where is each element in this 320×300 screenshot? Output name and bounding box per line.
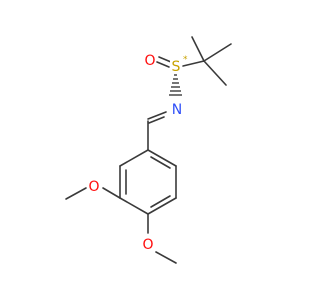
bond-n-ch-double-b <box>148 116 165 124</box>
atom-nitrogen: N <box>171 101 183 118</box>
atom-o-label: O <box>144 53 155 69</box>
ring-inner-bond-3 <box>150 156 171 169</box>
bond-o4-methyl <box>155 251 177 264</box>
bond-s-o-double-a <box>158 56 172 63</box>
atom-o4-label: O <box>142 237 153 253</box>
bond-s-cq <box>182 60 205 67</box>
bond-cq-methyl-2 <box>203 43 232 62</box>
atom-s-stereo-mark: * <box>183 55 188 65</box>
atom-oxygen-sulfinyl: O <box>144 52 156 69</box>
ring-bond-1 <box>119 149 149 167</box>
atom-o3-label: O <box>88 179 99 195</box>
ring-inner-bond-2 <box>150 195 171 208</box>
bond-cq-methyl-3 <box>203 60 227 86</box>
ring-bond-4 <box>147 197 177 215</box>
atom-sulfur: S * <box>170 55 188 75</box>
atom-s-label: S <box>172 59 181 75</box>
ring-bond-6 <box>147 149 177 167</box>
atom-oxygen-methoxy-4: O <box>142 236 154 253</box>
bond-o3-methyl <box>65 187 87 200</box>
bond-n-ch-double-a <box>147 111 167 120</box>
atom-oxygen-methoxy-3: O <box>88 178 100 195</box>
bond-s-n-hashed-wedge <box>169 74 182 96</box>
ring-bond-3 <box>119 197 149 215</box>
molecule-structure: O S * N O O <box>65 36 232 264</box>
bond-cq-methyl-1 <box>191 36 205 62</box>
bond-ring-o3 <box>102 187 121 199</box>
bond-s-o-double-b <box>156 61 170 68</box>
atom-n-label: N <box>172 102 182 118</box>
